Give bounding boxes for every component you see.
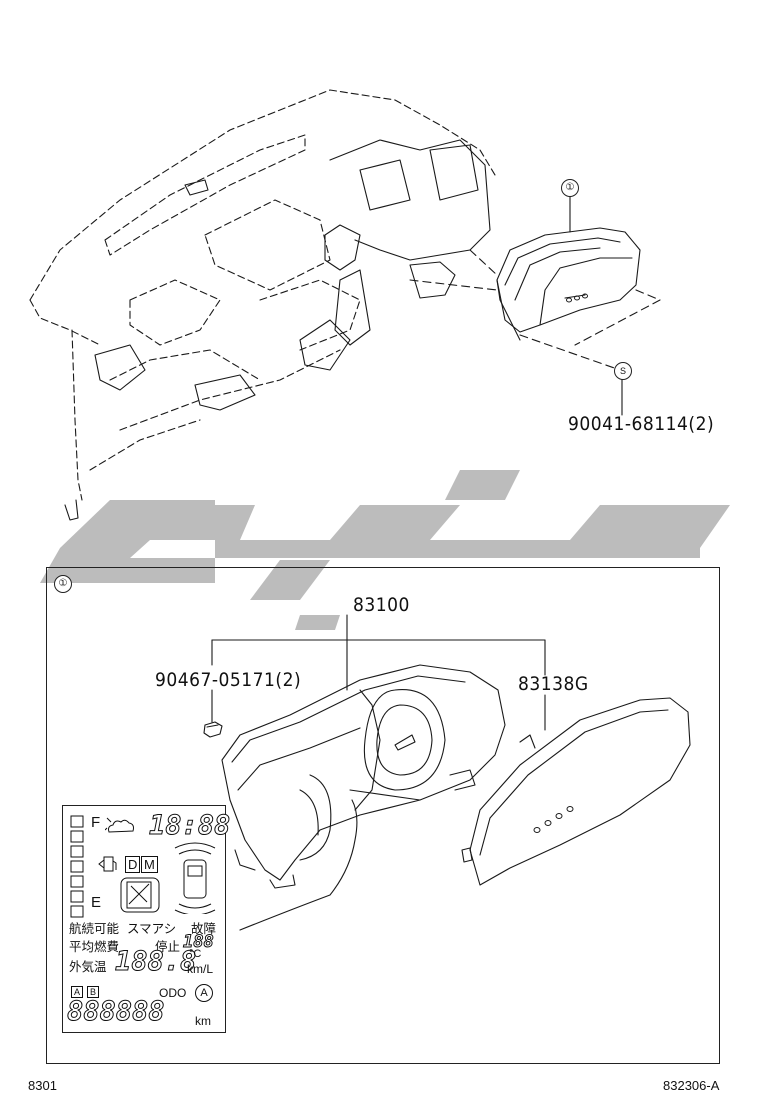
- mount-dashes: [409, 249, 661, 371]
- line-stop-text: 停止: [155, 940, 181, 954]
- callout-inset-circle: ①: [54, 575, 72, 593]
- line-smart-text: スマアシ: [127, 922, 177, 936]
- callout-screw-symbol: S: [614, 362, 632, 380]
- part-meter-assy-label: 83100: [353, 594, 410, 616]
- line-range-text: 航続可能: [69, 922, 120, 936]
- auto-badge: A: [195, 984, 213, 1002]
- glass-dots: [533, 293, 588, 833]
- part-screw-inset-label: 90467-05171(2): [155, 669, 302, 691]
- odo-label: ODO: [159, 986, 187, 1000]
- inset-frame: [46, 567, 720, 1064]
- clock-digits: 18:88: [148, 810, 231, 842]
- badge-a: A: [71, 986, 84, 998]
- fuel-pump-icon: [98, 856, 117, 872]
- fuel-full-label: F: [91, 814, 101, 831]
- odo-digits: 888888: [67, 996, 166, 1028]
- gear-m-badge: M: [141, 856, 158, 873]
- badge-b: B: [87, 986, 100, 998]
- line-avg-text: 平均燃費: [69, 940, 120, 954]
- footer-right-code: 832306-A: [663, 1078, 720, 1093]
- lcd-display: F E 18:88 D M 航続: [62, 805, 231, 1033]
- fuel-empty-label: E: [91, 894, 102, 911]
- part-glass-label: 83138G: [518, 673, 589, 695]
- meter-glass: [461, 697, 691, 886]
- temp-digits: 188.8: [114, 946, 197, 978]
- unit-kml: km/L: [187, 962, 214, 976]
- callout-top-circle: ①: [561, 179, 579, 197]
- leader-83100: [211, 614, 546, 731]
- dashboard-panel: [29, 89, 496, 501]
- fuel-gauge-icon: [70, 815, 84, 918]
- meter-assembly-top: [496, 227, 641, 341]
- part-screw-top-label: 90041-68114(2): [568, 413, 715, 435]
- meter-assembly-inset: [221, 664, 506, 931]
- line-fault-text: 故障: [191, 922, 217, 936]
- stop-digits: 188: [183, 932, 215, 953]
- unit-celsius: °C: [189, 948, 202, 960]
- footer-left-code: 8301: [28, 1078, 57, 1093]
- parking-sensor-icon: [174, 842, 216, 914]
- gear-d-badge: D: [125, 856, 141, 873]
- screw-inset-shape: [203, 721, 223, 738]
- driver-seat-icon: [120, 877, 160, 913]
- weather-icon: [105, 817, 134, 833]
- unit-km: km: [195, 1014, 211, 1028]
- line-outside-text: 外気温: [69, 960, 107, 974]
